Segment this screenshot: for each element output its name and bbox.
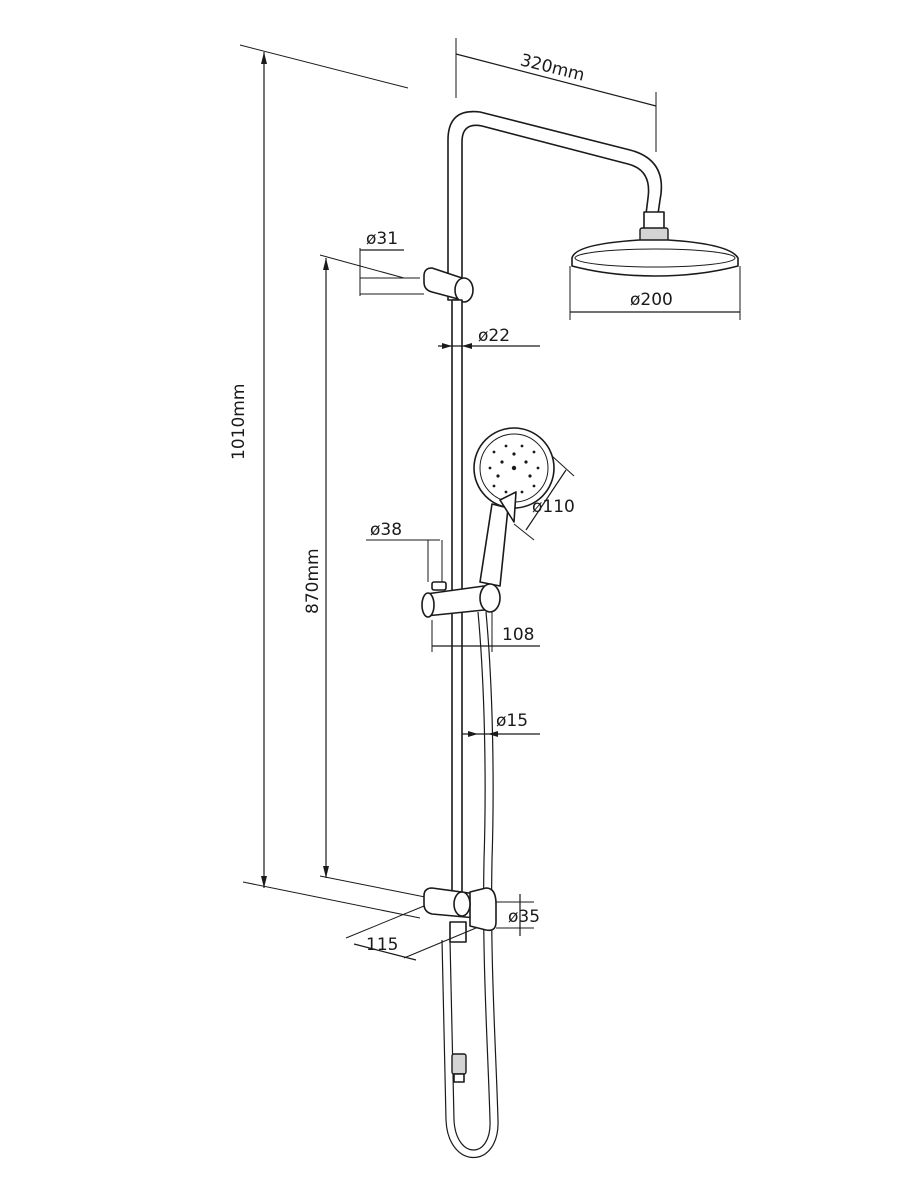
shower-hose (441, 611, 499, 1158)
bottom-outlet-dimension-35: ø35 (496, 894, 540, 936)
overhead-diameter-dimension-200: ø200 (569, 266, 741, 320)
riser-diameter-dimension-22: ø22 (438, 326, 540, 349)
outlet-35-label: ø35 (508, 907, 540, 927)
hand-shower (473, 427, 555, 587)
wall-projection-dimension-115: 115 (345, 905, 477, 961)
slider-dimension-38: ø38 (366, 520, 443, 582)
slider-projection-dimension-108: 108 (431, 612, 540, 652)
slider-bracket (421, 581, 501, 618)
arm-320-label: 320mm (518, 50, 586, 85)
rail-length-dimension-870: 870mm (303, 254, 441, 901)
projection-115-label: 115 (366, 935, 398, 955)
slider-38-label: ø38 (370, 520, 402, 540)
top-bracket-dimension-31: ø31 (359, 229, 424, 296)
spray-nozzles (488, 444, 540, 494)
overhead-shower-head (571, 239, 739, 277)
overhead-200-label: ø200 (630, 290, 673, 310)
bracket-31-label: ø31 (366, 229, 398, 249)
rail-870-label: 870mm (303, 548, 323, 614)
hose-connector (451, 1053, 467, 1083)
height-dimension-1010: 1010mm (229, 44, 421, 919)
top-bracket (423, 267, 474, 303)
overhead-connector (639, 211, 669, 243)
hose-diameter-dimension-15: ø15 (462, 711, 540, 737)
riser-22-label: ø22 (478, 326, 510, 346)
handset-110-label: ø110 (532, 497, 575, 517)
slider-108-label: 108 (502, 625, 534, 645)
height-1010-label: 1010mm (229, 384, 249, 460)
bottom-outlet-bracket (423, 887, 497, 943)
handset-diameter-dimension-110: ø110 (513, 455, 575, 541)
hose-15-label: ø15 (496, 711, 528, 731)
